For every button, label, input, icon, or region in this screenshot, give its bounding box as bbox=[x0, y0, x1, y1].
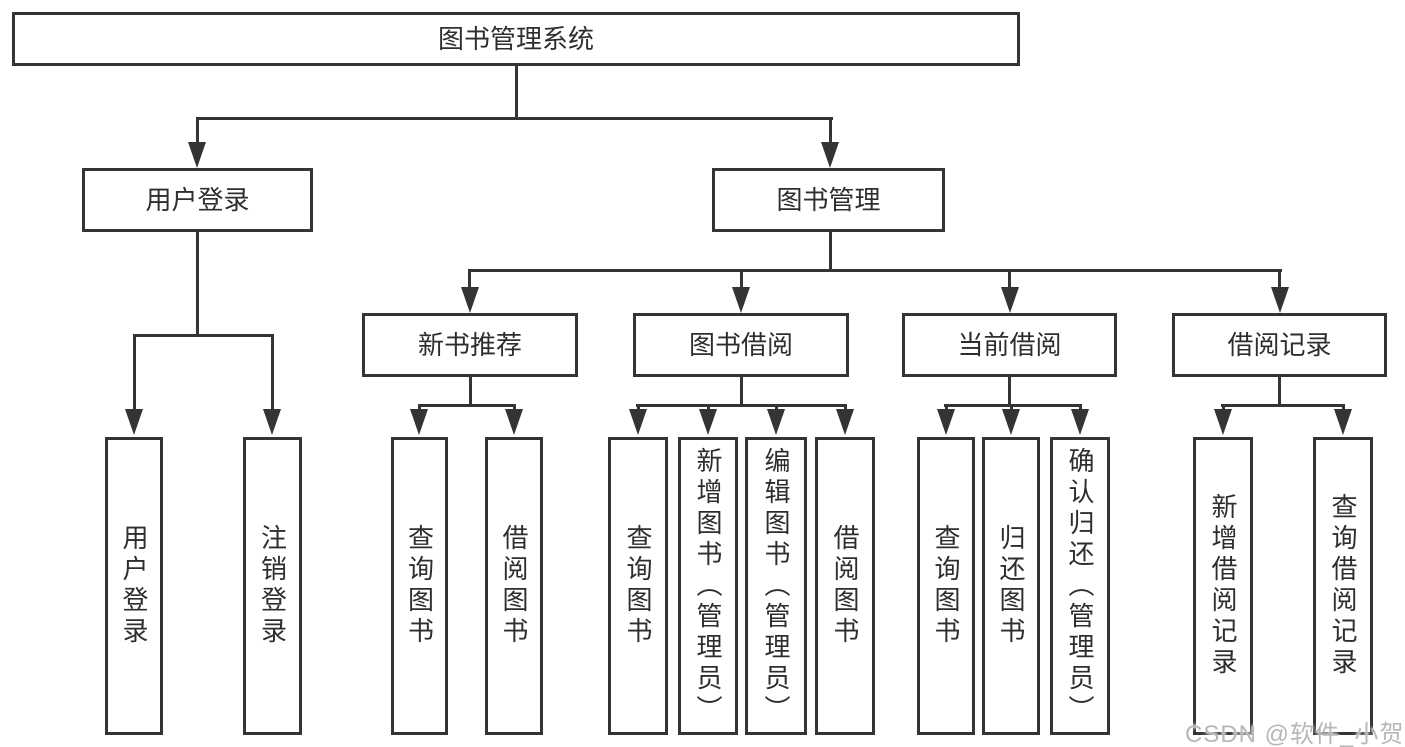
leaf-confirm-return-admin: 确认归还（管理员） bbox=[1050, 437, 1110, 735]
connector bbox=[1221, 404, 1345, 407]
connector bbox=[829, 232, 832, 272]
arrow-down-icon bbox=[1214, 409, 1232, 435]
leaf-borrow-books-recommend: 借阅图书 bbox=[485, 437, 543, 735]
arrow-down-icon bbox=[263, 409, 281, 435]
connector bbox=[1278, 377, 1281, 407]
node-label: 查询借阅记录 bbox=[1328, 493, 1358, 679]
connector bbox=[944, 404, 1082, 407]
node-label: 新书推荐 bbox=[417, 330, 522, 360]
connector bbox=[196, 117, 199, 145]
connector bbox=[1278, 269, 1281, 289]
leaf-query-borrowing-record: 查询借阅记录 bbox=[1313, 437, 1373, 735]
node-library-management-system: 图书管理系统 bbox=[12, 12, 1020, 66]
leaf-borrow-books-borrowing: 借阅图书 bbox=[815, 437, 875, 735]
arrow-down-icon bbox=[1271, 287, 1289, 313]
arrow-down-icon bbox=[410, 409, 428, 435]
node-label: 查询图书 bbox=[931, 524, 961, 648]
node-label: 图书管理系统 bbox=[437, 24, 594, 54]
arrow-down-icon bbox=[505, 409, 523, 435]
arrow-down-icon bbox=[937, 409, 955, 435]
node-label: 新增借阅记录 bbox=[1208, 493, 1238, 679]
connector bbox=[636, 404, 847, 407]
arrow-down-icon bbox=[1001, 287, 1019, 313]
node-label: 新增图书（管理员） bbox=[693, 446, 723, 726]
leaf-query-books-recommend: 查询图书 bbox=[391, 437, 448, 735]
arrow-down-icon bbox=[188, 142, 206, 168]
node-label: 查询图书 bbox=[404, 524, 435, 648]
arrow-down-icon bbox=[767, 409, 785, 435]
leaf-return-books: 归还图书 bbox=[982, 437, 1040, 735]
leaf-edit-books-admin: 编辑图书（管理员） bbox=[745, 437, 807, 735]
connector bbox=[196, 117, 833, 120]
leaf-add-books-admin: 新增图书（管理员） bbox=[678, 437, 738, 735]
connector bbox=[515, 66, 518, 119]
node-label: 归还图书 bbox=[996, 524, 1026, 648]
connector bbox=[133, 334, 136, 412]
arrow-down-icon bbox=[1071, 409, 1089, 435]
node-label: 用户登录 bbox=[145, 185, 250, 215]
connector bbox=[469, 377, 472, 407]
connector bbox=[829, 117, 832, 145]
node-book-management: 图书管理 bbox=[712, 168, 945, 232]
arrow-down-icon bbox=[629, 409, 647, 435]
connector bbox=[1008, 377, 1011, 407]
leaf-logout: 注销登录 bbox=[243, 437, 302, 735]
node-label: 图书管理 bbox=[776, 185, 881, 215]
arrow-down-icon bbox=[461, 287, 479, 313]
arrow-down-icon bbox=[1002, 409, 1020, 435]
connector bbox=[133, 334, 274, 337]
node-label: 编辑图书（管理员） bbox=[761, 446, 791, 726]
leaf-query-books-borrowing: 查询图书 bbox=[608, 437, 668, 735]
leaf-add-borrowing-record: 新增借阅记录 bbox=[1193, 437, 1253, 735]
node-label: 注销登录 bbox=[257, 524, 288, 648]
csdn-watermark: CSDN @软件_小贺同学 bbox=[1185, 721, 1405, 747]
node-label: 图书借阅 bbox=[688, 330, 793, 360]
arrow-down-icon bbox=[732, 287, 750, 313]
connector bbox=[468, 269, 1282, 272]
node-label: 查询图书 bbox=[623, 524, 653, 648]
connector bbox=[1008, 269, 1011, 289]
node-new-book-recommendation: 新书推荐 bbox=[362, 313, 578, 377]
node-borrowing-records: 借阅记录 bbox=[1172, 313, 1387, 377]
arrow-down-icon bbox=[821, 142, 839, 168]
node-book-borrowing: 图书借阅 bbox=[633, 313, 849, 377]
connector bbox=[740, 377, 743, 407]
node-user-login: 用户登录 bbox=[82, 168, 313, 232]
connector bbox=[418, 404, 516, 407]
node-label: 确认归还（管理员） bbox=[1065, 446, 1095, 726]
node-label: 当前借阅 bbox=[957, 330, 1062, 360]
arrow-down-icon bbox=[125, 409, 143, 435]
node-label: 借阅记录 bbox=[1227, 330, 1332, 360]
leaf-query-books-current: 查询图书 bbox=[917, 437, 975, 735]
arrow-down-icon bbox=[699, 409, 717, 435]
arrow-down-icon bbox=[1334, 409, 1352, 435]
node-label: 借阅图书 bbox=[830, 524, 860, 648]
node-current-borrowing: 当前借阅 bbox=[902, 313, 1117, 377]
arrow-down-icon bbox=[836, 409, 854, 435]
leaf-user-login: 用户登录 bbox=[105, 437, 163, 735]
connector bbox=[740, 269, 743, 289]
node-label: 借阅图书 bbox=[499, 524, 529, 648]
node-label: 用户登录 bbox=[119, 524, 149, 648]
connector bbox=[196, 232, 199, 337]
connector bbox=[468, 269, 471, 289]
connector bbox=[271, 334, 274, 412]
